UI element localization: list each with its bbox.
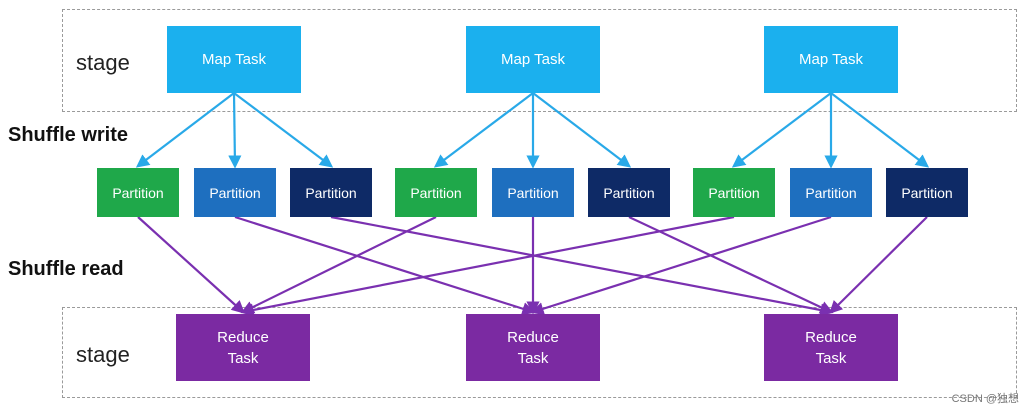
reduce-task: Reduce Task (764, 314, 898, 381)
stage-box-top (62, 9, 1017, 112)
stage-label-bottom: stage (76, 342, 130, 367)
shuffle-arrow (234, 215, 536, 316)
map-partition-arrow (228, 92, 242, 169)
map-partition-arrow (731, 92, 832, 168)
shuffle-arrow (240, 216, 437, 314)
shuffle-arrow (330, 215, 834, 317)
partition-to-reduce-edges (137, 215, 928, 317)
partition: Partition (492, 168, 574, 217)
map-partition-arrow (830, 92, 930, 168)
partition: Partition (97, 168, 179, 217)
map-task: Map Task (167, 26, 301, 93)
stage-label-top: stage (76, 50, 130, 75)
map-partition-arrow (135, 92, 235, 168)
map-task: Map Task (764, 26, 898, 93)
map-partition-arrow (433, 92, 534, 168)
reduce-task: Reduce Task (176, 314, 310, 381)
map-partition-arrow (532, 92, 632, 168)
partition: Partition (693, 168, 775, 217)
shuffle-arrow (628, 216, 834, 314)
partition: Partition (395, 168, 477, 217)
shuffle-arrow (240, 215, 735, 317)
watermark: CSDN @独想 (951, 393, 1019, 405)
partition: Partition (790, 168, 872, 217)
shuffle-arrow (829, 216, 928, 314)
shuffle-arrow (137, 216, 245, 314)
shuffle-arrow (530, 215, 832, 316)
shuffle-write-label: Shuffle write (8, 124, 129, 146)
partition: Partition (194, 168, 276, 217)
map-task: Map Task (466, 26, 600, 93)
shuffle-read-label: Shuffle read (8, 258, 124, 280)
partition: Partition (886, 168, 968, 217)
map-partition-arrow (233, 92, 334, 168)
reduce-task: Reduce Task (466, 314, 600, 381)
partition: Partition (290, 168, 372, 217)
partition: Partition (588, 168, 670, 217)
map-to-partition-edges (135, 92, 930, 169)
